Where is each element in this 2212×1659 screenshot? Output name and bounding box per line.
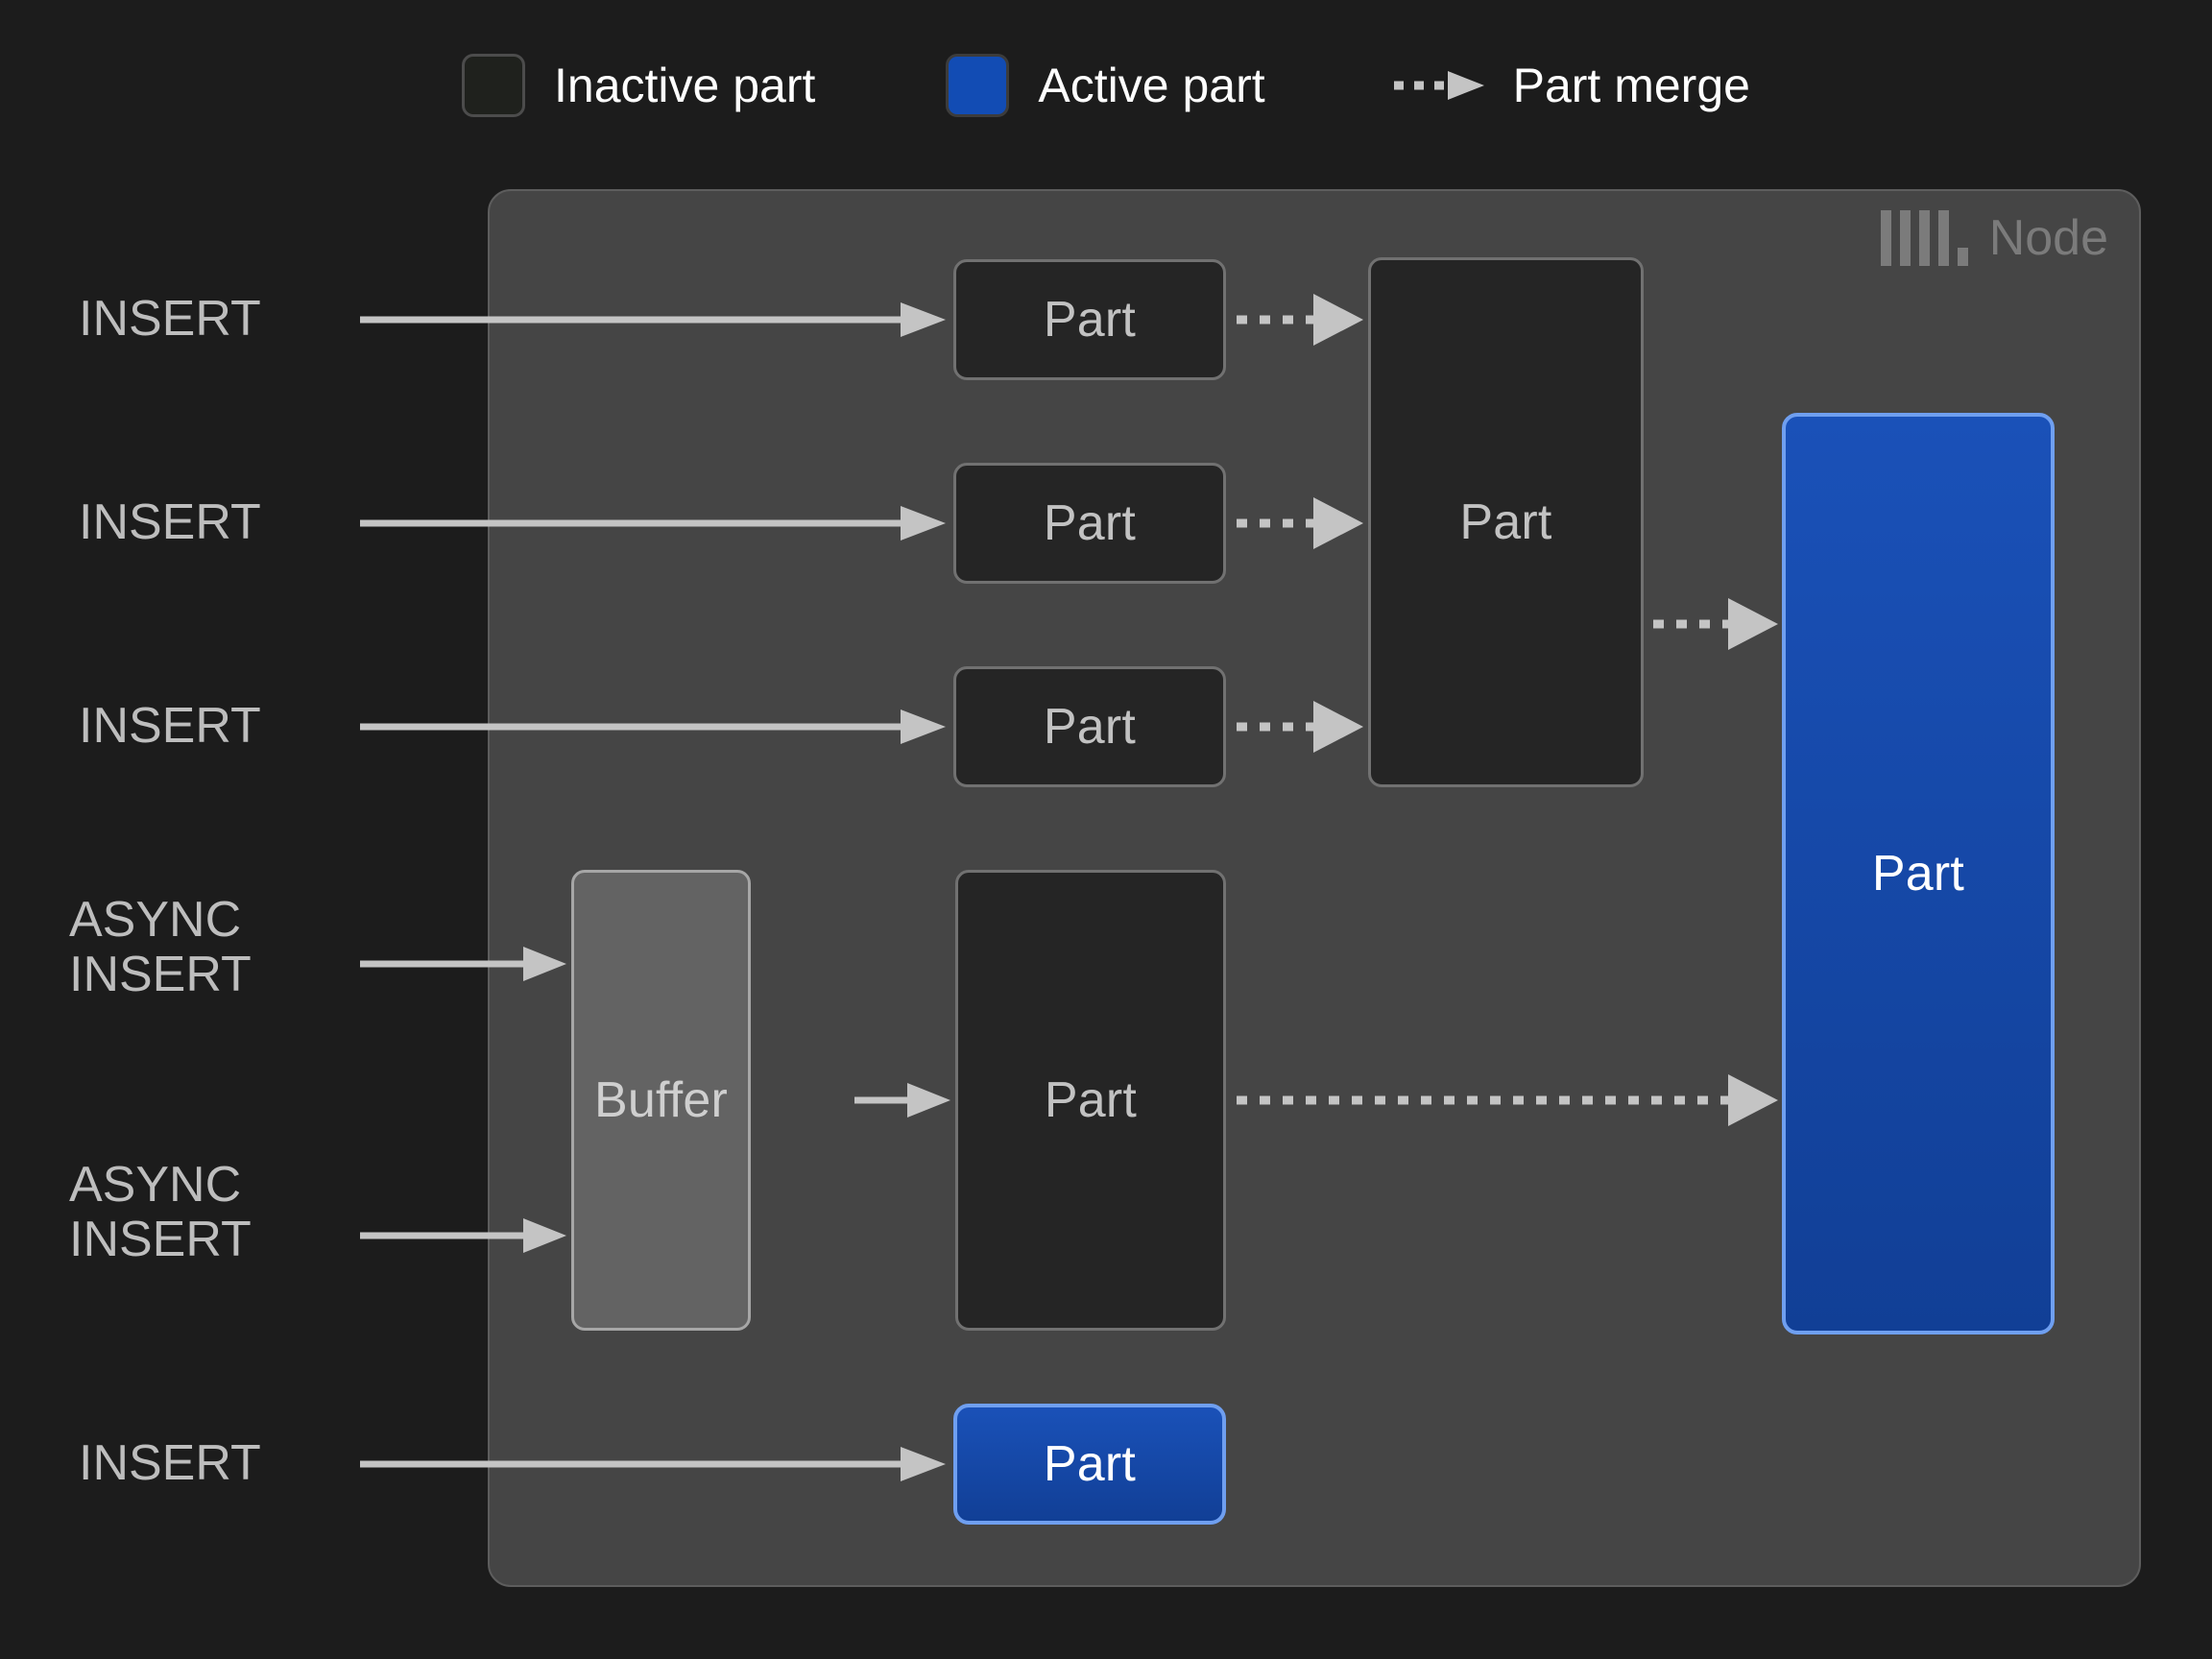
legend-item-part-merge: Part merge: [1392, 61, 1750, 109]
legend-item-inactive-part: Inactive part: [462, 54, 815, 117]
source-label-insert-3: INSERT: [79, 698, 261, 754]
legend-label-active-part: Active part: [1038, 59, 1265, 112]
source-label-insert-2: INSERT: [79, 494, 261, 550]
buffer-box[interactable]: Buffer: [571, 870, 751, 1331]
merged-part-box[interactable]: Part: [1368, 257, 1644, 787]
source-label-insert-4: INSERT: [79, 1435, 261, 1491]
node-label: Node: [1988, 210, 2108, 266]
active-part-swatch-icon: [946, 54, 1010, 117]
part-box-row-2[interactable]: Part: [953, 463, 1226, 584]
source-label-async-insert-1: ASYNC INSERT: [69, 892, 252, 1003]
legend: Inactive part Active part Part merge: [0, 44, 2212, 127]
legend-item-active-part: Active part: [946, 54, 1265, 117]
dashed-arrow-icon: [1392, 71, 1484, 100]
clickhouse-logo-icon: [1880, 210, 1968, 266]
insert-active-part-box[interactable]: Part: [953, 1404, 1226, 1525]
part-box-row-3[interactable]: Part: [953, 666, 1226, 787]
source-label-insert-1: INSERT: [79, 291, 261, 347]
part-box-row-1[interactable]: Part: [953, 259, 1226, 380]
source-label-async-insert-2: ASYNC INSERT: [69, 1157, 252, 1268]
legend-label-inactive-part: Inactive part: [554, 59, 816, 112]
node-badge: Node: [1880, 210, 2108, 266]
legend-label-part-merge: Part merge: [1512, 59, 1750, 112]
inactive-part-swatch-icon: [462, 54, 526, 117]
buffer-part-box[interactable]: Part: [955, 870, 1226, 1331]
final-active-part-box[interactable]: Part: [1782, 413, 2055, 1334]
